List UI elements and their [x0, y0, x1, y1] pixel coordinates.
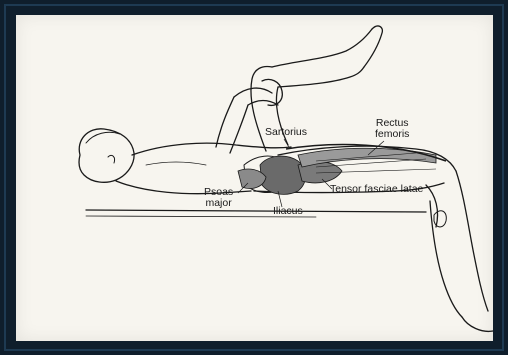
- table-line: [86, 210, 426, 212]
- shin-raised-bottom: [278, 67, 364, 87]
- illustration: Sartorius Rectus femoris Psoas major Ten…: [16, 15, 493, 341]
- shin-down-front: [456, 171, 488, 311]
- foot-raised: [364, 26, 382, 67]
- shin-raised-top: [272, 29, 372, 67]
- label-iliacus: Iliacus: [273, 206, 303, 217]
- ear: [108, 155, 115, 163]
- label-psoas-line2: major: [204, 198, 233, 209]
- upper-arm: [216, 97, 234, 147]
- forearm: [234, 88, 272, 97]
- label-rectus-line2: femoris: [375, 129, 409, 140]
- head-outline: [79, 129, 134, 182]
- hip-flexor-stretch-drawing: [16, 15, 493, 341]
- foot-down: [462, 317, 493, 331]
- label-tensor-fasciae-latae: Tensor fasciae latae: [330, 184, 423, 195]
- label-rectus-femoris: Rectus femoris: [375, 118, 409, 140]
- iliacus-muscle: [260, 156, 306, 194]
- torso-top: [132, 143, 291, 155]
- chest-line: [146, 162, 206, 165]
- hair-line: [86, 132, 120, 143]
- label-psoas-major: Psoas major: [204, 187, 233, 209]
- label-sartorius: Sartorius: [265, 127, 307, 138]
- knee-cap: [434, 211, 446, 227]
